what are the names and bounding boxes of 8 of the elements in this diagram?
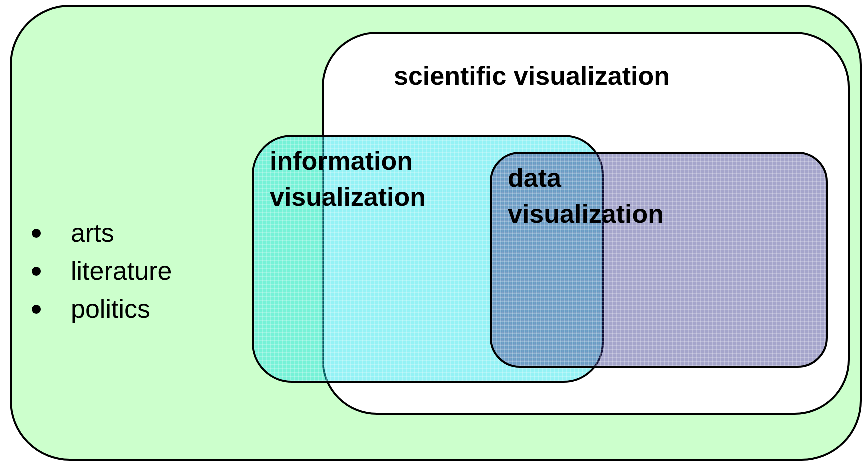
outer-rounded-region (10, 5, 862, 461)
region-title: information visualization (270, 145, 428, 214)
region-title: data visualization (508, 162, 666, 231)
list-item: arts (71, 217, 114, 250)
rounded-region (490, 152, 828, 368)
list-item: politics (71, 293, 150, 326)
region-title: scientific visualization (394, 60, 670, 92)
list-item: literature (71, 255, 172, 288)
